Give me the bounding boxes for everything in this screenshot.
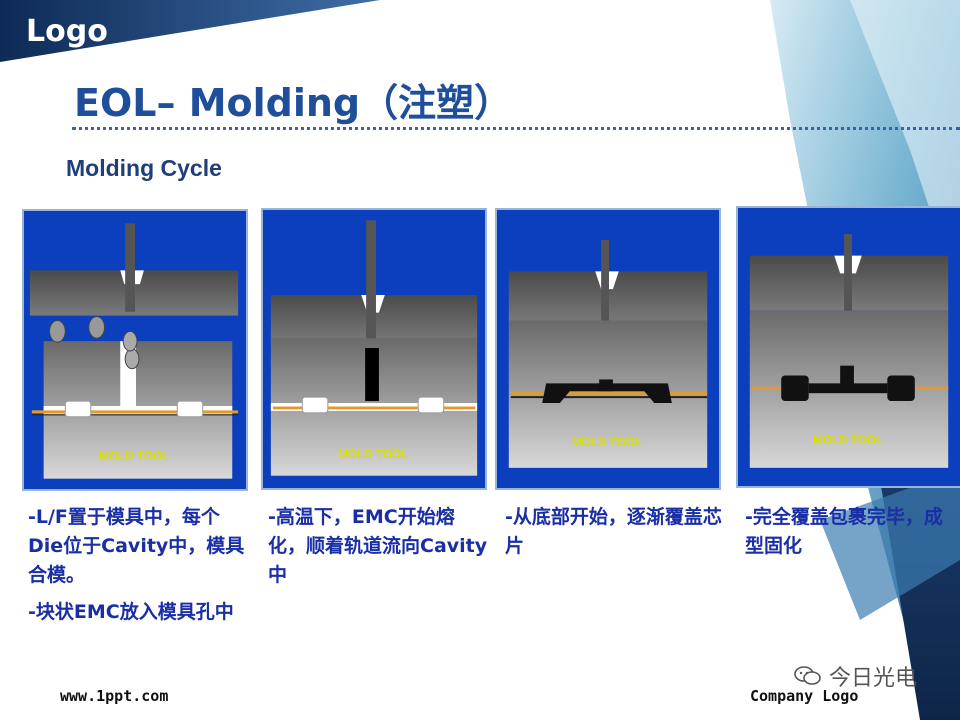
top-left-banner [0,0,380,62]
logo: Logo [26,14,108,49]
mold-tool-label: MOLD TOOL [813,434,883,447]
mold-panel-melt: MOLD TOOL [261,208,487,490]
section-subtitle: Molding Cycle [66,155,222,181]
caption-cure: -完全覆盖包裹完毕，成型固化 [745,503,955,569]
mold-panel-fill: MOLD TOOL [495,208,721,490]
footer-company-logo: Company Logo [750,687,859,705]
watermark-text: 今日光电 [829,666,918,691]
mold-diagram-load: MOLD TOOL [29,223,239,479]
caption-load: -L/F置于模具中，每个Die位于Cavity中，模具合模。 -块状EMC放入模… [28,503,250,635]
mold-tool-label: MOLD TOOL [572,436,642,449]
mold-diagram-melt: MOLD TOOL [270,220,478,476]
caption-melt: -高温下，EMC开始熔化，顺着轨道流向Cavity中 [268,503,488,598]
caption-fill: -从底部开始，逐渐覆盖芯片 [505,503,725,569]
mold-diagram-fill: MOLD TOOL [508,239,708,468]
caption-line: -完全覆盖包裹完毕，成型固化 [745,506,943,557]
mold-diagram-cure: MOLD TOOL [749,234,949,468]
mold-panel-load: MOLD TOOL [22,209,248,491]
watermark: 今日光电 [793,660,917,692]
page-title: EOL– Molding（注塑） [74,81,513,125]
wechat-icon [794,666,821,685]
caption-line: -L/F置于模具中，每个Die位于Cavity中，模具合模。 [28,506,245,586]
caption-line: -高温下，EMC开始熔化，顺着轨道流向Cavity中 [268,506,488,586]
title-divider [72,127,960,130]
mold-tool-label: MOLD TOOL [338,448,408,461]
caption-line: -从底部开始，逐渐覆盖芯片 [505,506,722,557]
mold-tool-label: MOLD TOOL [99,450,169,463]
caption-line: -块状EMC放入模具孔中 [28,601,234,623]
footer-website[interactable]: www.1ppt.com [60,687,169,705]
mold-panel-cure: MOLD TOOL [736,206,960,488]
